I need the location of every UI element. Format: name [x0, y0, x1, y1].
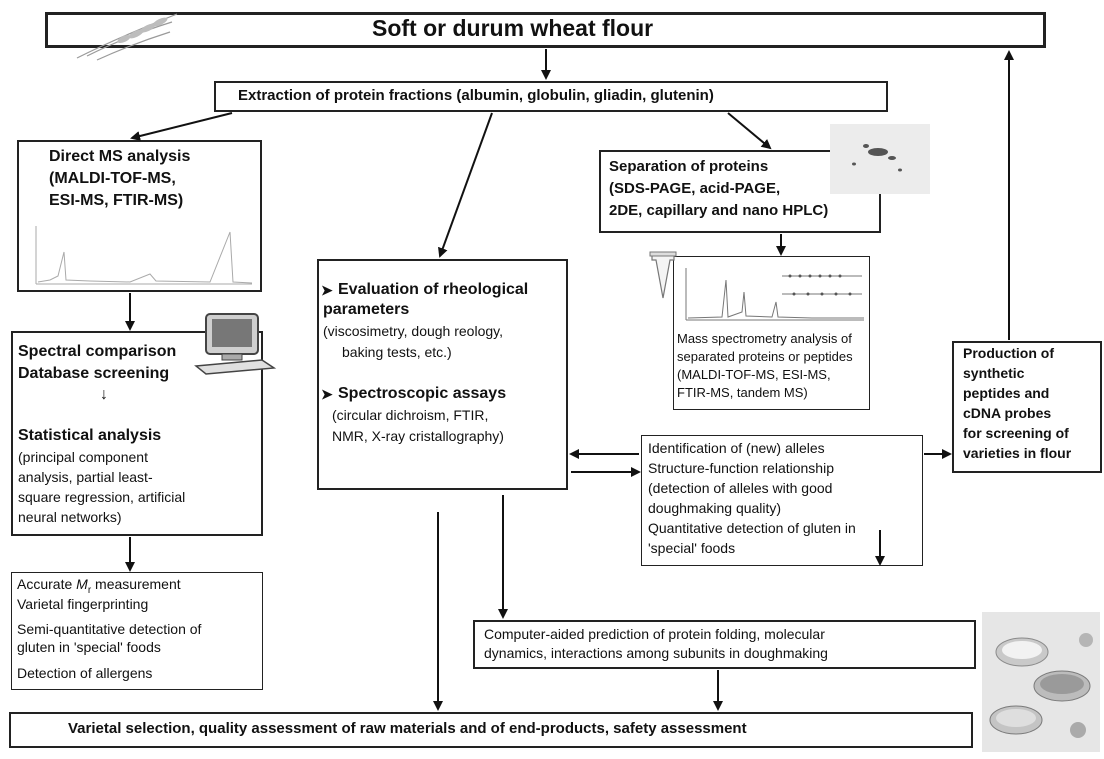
separation-line-3: 2DE, capillary and nano HPLC) — [609, 202, 829, 219]
identification-line-4: doughmaking quality) — [648, 500, 782, 516]
arrow-extraction-to-evaluation — [438, 112, 493, 258]
accurate-line-1-sub: r — [87, 584, 92, 596]
evaluation-bullet-2: ➤ — [321, 386, 333, 402]
accurate-line-1-post: measurement — [91, 576, 181, 592]
bottom-box — [9, 712, 973, 748]
evaluation-bullet-1: ➤ — [321, 282, 333, 298]
eppendorf-tube-icon — [649, 251, 677, 299]
spectral-text-3: square regression, artificial — [18, 489, 186, 505]
spectral-heading-2: Database screening — [18, 365, 170, 382]
production-line-5: for screening of — [963, 425, 1069, 441]
evaluation-text-2a: (circular dichroism, FTIR, — [332, 407, 489, 423]
bottom-text: Varietal selection, quality assessment o… — [68, 720, 747, 737]
spectral-text-2: analysis, partial least- — [18, 469, 153, 485]
evaluation-heading-2: Spectroscopic assays — [338, 385, 507, 402]
computer-aided-line-1: Computer-aided prediction of protein fol… — [484, 626, 825, 642]
evaluation-box — [317, 259, 568, 490]
direct-ms-line-3: ESI-MS, FTIR-MS) — [49, 192, 184, 209]
ms-spectrum-image — [35, 226, 253, 285]
food-image — [982, 612, 1100, 752]
production-line-3: peptides and — [963, 385, 1050, 401]
production-line-6: varieties in flour — [963, 445, 1072, 461]
accurate-box — [11, 572, 263, 690]
accurate-line-5: Detection of allergens — [17, 665, 153, 681]
mass-spec-line-2: separated proteins or peptides — [677, 349, 853, 364]
evaluation-heading-1: Evaluation of rheological — [338, 281, 529, 298]
spectral-heading-3: Statistical analysis — [18, 427, 162, 444]
accurate-line-1: Accurate Mr measurement — [17, 576, 181, 596]
wheat-image — [76, 13, 178, 61]
mass-spec-line-3: (MALDI-TOF-MS, ESI-MS, — [677, 367, 831, 382]
direct-ms-box — [17, 140, 262, 292]
chromatogram-image — [685, 268, 864, 321]
accurate-line-2: Varietal fingerprinting — [17, 596, 149, 612]
extraction-text: Extraction of protein fractions (albumin… — [238, 87, 714, 104]
spectral-heading-1: Spectral comparison — [18, 343, 177, 360]
identification-line-2: Structure-function relationship — [648, 460, 834, 476]
arrow-extraction-to-direct-ms — [130, 112, 233, 141]
title-text: Soft or durum wheat flour — [372, 15, 654, 41]
accurate-line-1-pre: Accurate — [17, 576, 77, 592]
production-line-4: cDNA probes — [963, 405, 1052, 421]
extraction-box — [214, 81, 888, 112]
production-line-2: synthetic — [963, 365, 1025, 381]
computer-aided-box — [473, 620, 976, 669]
identification-line-3: (detection of alleles with good — [648, 480, 833, 496]
title-box — [45, 12, 1046, 48]
evaluation-text-1a: (viscosimetry, dough reology, — [323, 323, 503, 339]
mass-spec-line-4: FTIR-MS, tandem MS) — [677, 385, 808, 400]
spectral-text-1: (principal component — [18, 449, 148, 465]
2de-gel-image — [830, 124, 930, 194]
evaluation-text-1b: baking tests, etc.) — [342, 344, 452, 360]
production-line-1: Production of — [963, 345, 1054, 361]
mass-spec-line-1: Mass spectrometry analysis of — [677, 331, 852, 346]
arrow-extraction-to-separation — [727, 112, 772, 150]
direct-ms-line-2: (MALDI-TOF-MS, — [49, 170, 176, 187]
computer-aided-line-2: dynamics, interactions among subunits in… — [484, 645, 828, 661]
identification-line-1: Identification of (new) alleles — [648, 440, 825, 456]
spectral-small-arrow: ↓ — [100, 386, 108, 403]
spectral-text-4: neural networks) — [18, 509, 122, 525]
mass-spec-box — [673, 256, 870, 410]
identification-line-5: Quantitative detection of gluten in — [648, 520, 856, 536]
identification-line-6: 'special' foods — [648, 540, 736, 556]
evaluation-heading-1b: parameters — [323, 301, 410, 318]
accurate-line-3: Semi-quantitative detection of — [17, 621, 202, 637]
accurate-line-4: gluten in 'special' foods — [17, 639, 161, 655]
production-box — [952, 341, 1102, 473]
accurate-line-1-m: M — [76, 576, 88, 592]
direct-ms-line-1: Direct MS analysis — [49, 148, 191, 165]
separation-line-1: Separation of proteins — [609, 158, 769, 175]
computer-icon — [194, 313, 277, 375]
evaluation-text-2b: NMR, X-ray cristallography) — [332, 428, 504, 444]
separation-line-2: (SDS-PAGE, acid-PAGE, — [609, 180, 781, 197]
identification-box — [641, 435, 923, 566]
